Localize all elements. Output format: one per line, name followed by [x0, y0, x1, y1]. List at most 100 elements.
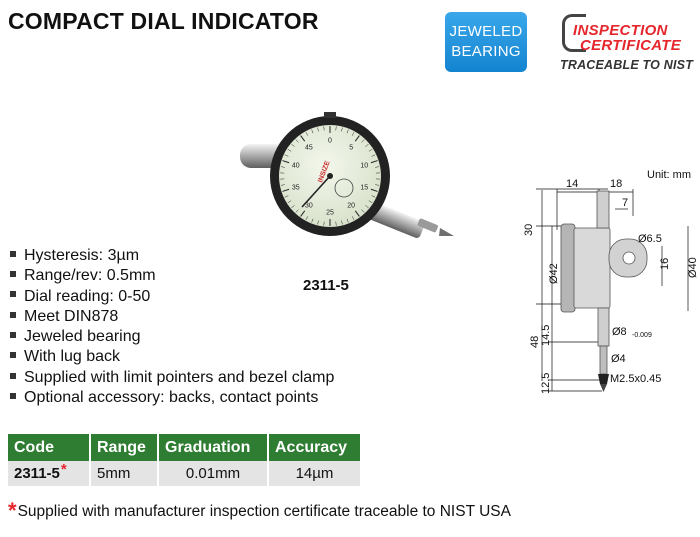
bullet-icon — [10, 372, 16, 379]
dim-42: Ø42 — [548, 263, 560, 284]
dial-tick — [351, 216, 355, 220]
dial-tick — [370, 188, 378, 192]
badge-line-2: BEARING — [451, 43, 521, 60]
dial-number: 40 — [292, 162, 300, 169]
stem-profile — [597, 307, 610, 347]
footnote: *Supplied with manufacturer inspection c… — [8, 496, 511, 523]
dim-8: Ø8 — [612, 326, 627, 338]
cell-graduation: 0.01mm — [158, 461, 269, 486]
dial-tick — [346, 129, 349, 134]
dim-7: 7 — [622, 197, 628, 209]
dial-tick — [371, 154, 376, 157]
lower-stem — [364, 201, 425, 238]
dial-tick — [346, 218, 349, 223]
dial-tick — [317, 220, 319, 225]
bullet-icon — [10, 271, 16, 278]
dim-thread: M2.5x0.45 — [610, 373, 661, 385]
dimension-drawing: Unit: mm 14 18 7 30 Ø6.5 Ø42 16 Ø40 48 1… — [523, 169, 698, 394]
dial-tick — [305, 132, 309, 136]
dial-tick — [365, 205, 369, 209]
certificate-line-3: TRACEABLE TO NIST — [560, 58, 694, 72]
feature-item: With lug back — [10, 347, 334, 367]
dial-tick — [368, 200, 373, 204]
dial-tick — [284, 154, 289, 157]
feature-item: Optional accessory: backs, contact point… — [10, 388, 334, 408]
dial-tick — [282, 160, 290, 164]
dial-number: 30 — [305, 203, 313, 210]
bullet-icon — [10, 250, 16, 257]
bullet-icon — [10, 331, 16, 338]
jeweled-bearing-badge: JEWELED BEARING — [445, 12, 527, 72]
header-accuracy: Accuracy — [268, 434, 360, 461]
dial-tick — [368, 148, 373, 152]
dim-14-5: 14.5 — [540, 325, 552, 346]
unit-label: Unit: mm — [647, 169, 691, 181]
cell-range: 5mm — [90, 461, 159, 486]
spec-table-header-row: Code Range Graduation Accuracy — [8, 434, 360, 461]
dial-tick — [291, 143, 295, 147]
cell-accuracy: 14µm — [268, 461, 360, 486]
certificate-line-1: INSPECTION — [573, 22, 668, 39]
dial-number: 45 — [305, 144, 313, 151]
feature-item: Meet DIN878 — [10, 307, 334, 327]
header-range: Range — [90, 434, 159, 461]
feature-item: Range/rev: 0.5mm — [10, 266, 334, 286]
dial-pointer — [301, 175, 331, 208]
feature-item: Dial reading: 0-50 — [10, 287, 334, 307]
dial-number: 15 — [360, 185, 368, 192]
table-row: 2311-5* 5mm 0.01mm 14µm — [8, 461, 360, 486]
dial-tick — [375, 184, 380, 186]
star-icon: * — [60, 461, 67, 478]
spindle-profile — [599, 345, 608, 375]
dial-tick — [354, 135, 360, 142]
dim-8-tolerance: -0.009 — [632, 332, 652, 339]
dial-number: 35 — [292, 185, 300, 192]
body-profile — [573, 227, 611, 309]
dial-tick — [335, 126, 337, 131]
dial-tick — [300, 135, 306, 142]
header-graduation: Graduation — [158, 434, 269, 461]
bullet-icon — [10, 392, 16, 399]
dial-number: 10 — [360, 162, 368, 169]
dim-48: 48 — [529, 336, 541, 348]
certificate-line-2: CERTIFICATE — [580, 37, 682, 54]
dial-tick — [317, 127, 319, 132]
dial-tick — [323, 126, 325, 131]
dim-16: 16 — [659, 258, 671, 270]
dial-tick — [354, 210, 360, 217]
dial-number: 5 — [349, 144, 353, 151]
contact-point — [439, 228, 454, 236]
footnote-text: Supplied with manufacturer inspection ce… — [17, 503, 511, 520]
certificate-bracket-icon — [562, 14, 586, 52]
dial-tick — [295, 139, 299, 143]
dial-tick — [341, 127, 343, 132]
dial-tick — [291, 205, 295, 209]
dial-tick — [284, 195, 289, 198]
feature-item: Jeweled bearing — [10, 327, 334, 347]
header-code: Code — [8, 434, 91, 461]
feature-item: Hysteresis: 3µm — [10, 246, 334, 266]
feature-item: Supplied with limit pointers and bezel c… — [10, 368, 334, 388]
dial-tick — [361, 139, 365, 143]
bezel-profile — [560, 223, 576, 313]
page-title: COMPACT DIAL INDICATOR — [8, 8, 319, 34]
dial-tick — [280, 184, 285, 186]
revolution-counter — [334, 178, 354, 198]
dim-4: Ø4 — [611, 353, 626, 365]
dim-40: Ø40 — [687, 257, 698, 278]
dial-tick — [341, 220, 343, 225]
dim-6-5: Ø6.5 — [638, 233, 662, 245]
dial-tick — [323, 221, 325, 226]
feature-list: Hysteresis: 3µm Range/rev: 0.5mm Dial re… — [10, 246, 334, 408]
dial-tick — [370, 160, 378, 164]
dim-30: 30 — [523, 224, 535, 236]
dial-tick — [305, 216, 309, 220]
dial-number: 20 — [347, 203, 355, 210]
dial-tick — [375, 166, 380, 168]
dial-tick — [365, 143, 369, 147]
bullet-icon — [10, 352, 16, 359]
dial-tick — [287, 200, 292, 204]
dial-tick — [280, 166, 285, 168]
bullet-icon — [10, 291, 16, 298]
spec-table: Code Range Graduation Accuracy 2311-5* 5… — [8, 434, 360, 486]
